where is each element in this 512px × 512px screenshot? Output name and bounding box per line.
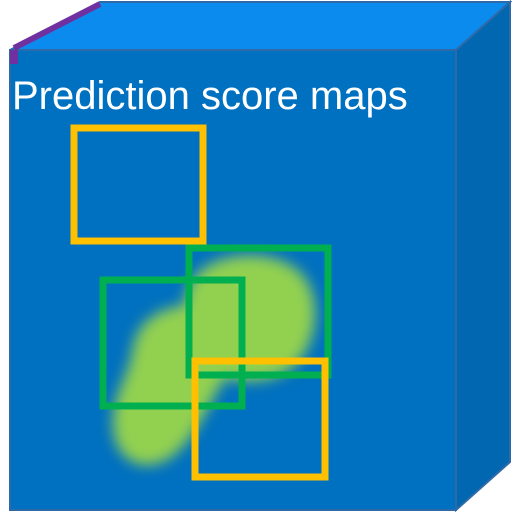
green-box-right xyxy=(185,244,332,379)
yellow-box-bottom xyxy=(191,357,329,481)
yellow-box-top xyxy=(70,124,207,245)
cube-accent-corner xyxy=(10,50,18,64)
diagram-title: Prediction score maps xyxy=(12,74,408,118)
cube-accent-edge xyxy=(12,1,102,51)
green-box-left xyxy=(99,276,246,410)
cube-side-face xyxy=(455,0,511,512)
